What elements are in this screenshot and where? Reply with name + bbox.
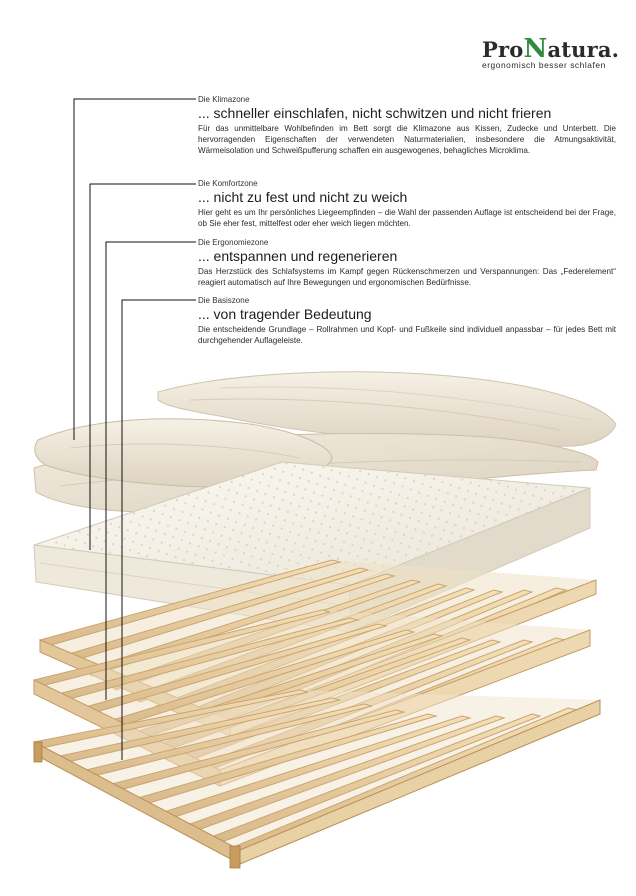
zone-body: Das Herzstück des Schlafsystems im Kampf…: [198, 267, 616, 287]
zone-ergonomiezone: Die Ergonomiezone ... entspannen und reg…: [198, 238, 616, 288]
zone-basiszone: Die Basiszone ... von tragender Bedeutun…: [198, 296, 616, 346]
zone-headline: ... entspannen und regenerieren: [198, 248, 398, 264]
zone-headline: ... nicht zu fest und nicht zu weich: [198, 189, 408, 205]
zone-headline: ... schneller einschlafen, nicht schwitz…: [198, 105, 552, 121]
mattress: [33, 461, 591, 633]
zone-klimazone: Die Klimazone ... schneller einschlafen,…: [198, 95, 616, 156]
logo-tagline: ergonomisch besser schlafen: [482, 60, 606, 70]
logo-word-suffix: atura.: [547, 37, 620, 62]
zone-komfortzone: Die Komfortzone ... nicht zu fest und ni…: [198, 179, 616, 229]
zone-body: Die entscheidende Grundlage – Rollrahmen…: [198, 325, 616, 345]
base-frame: [32, 689, 601, 869]
zone-label: Die Komfortzone: [198, 179, 258, 188]
duvet: [157, 371, 617, 447]
logo-wordmark: ProNatura.: [482, 34, 619, 64]
zone-body: Hier geht es um Ihr persönliches Liegeem…: [198, 208, 616, 228]
zone-label: Die Ergonomiezone: [198, 238, 269, 247]
logo-n-mark: N: [523, 34, 548, 64]
pronatura-logo: ProNatura. ergonomisch besser schlafen: [482, 24, 622, 74]
leader-lines: [73, 98, 196, 760]
zone-headline: ... von tragender Bedeutung: [198, 306, 372, 322]
logo-word-prefix: Pro: [482, 37, 524, 62]
zone-label: Die Klimazone: [198, 95, 250, 104]
zone-body: Für das unmittelbare Wohlbefinden im Bet…: [198, 124, 616, 155]
zone-label: Die Basiszone: [198, 296, 250, 305]
